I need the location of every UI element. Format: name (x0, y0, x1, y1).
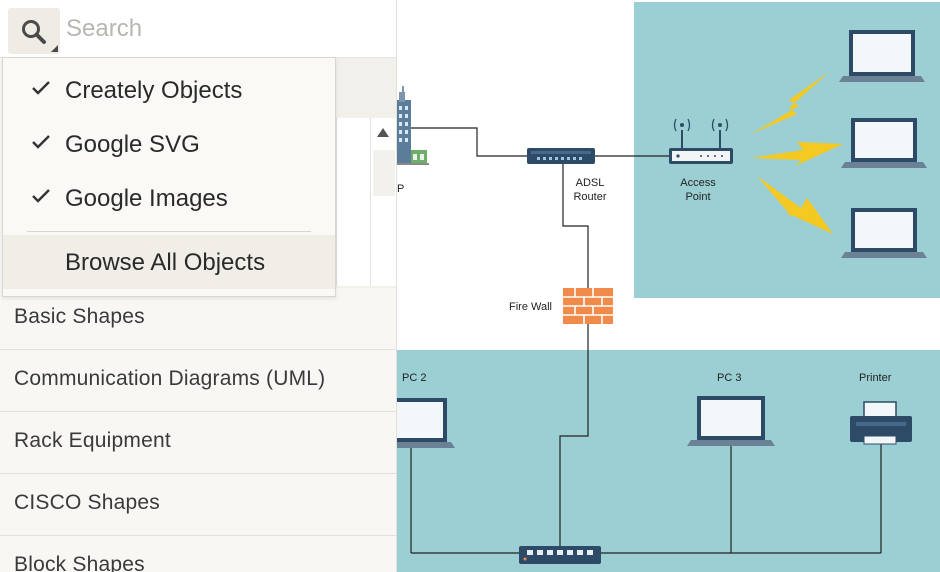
printer-icon[interactable] (850, 401, 912, 445)
category-label: Communication Diagrams (UML) (14, 367, 326, 390)
category-label: CISCO Shapes (14, 491, 160, 514)
search-bar (0, 0, 396, 58)
isp-label: P (397, 183, 404, 195)
scroll-thumb[interactable] (373, 150, 395, 196)
access-point-icon[interactable] (669, 118, 733, 164)
lan-zone (397, 350, 940, 572)
category-label: Block Shapes (14, 553, 145, 572)
pc2-label: PC 2 (402, 372, 426, 384)
menu-divider (27, 231, 311, 232)
category-rack-equipment[interactable]: Rack Equipment (0, 412, 396, 474)
check-icon (32, 81, 50, 95)
search-input[interactable] (66, 10, 386, 48)
check-icon (32, 135, 50, 149)
menu-item-label: Google Images (65, 185, 228, 212)
search-source-button[interactable] (8, 8, 60, 54)
category-communication-diagrams[interactable]: Communication Diagrams (UML) (0, 350, 396, 412)
scroll-up-arrow-icon[interactable] (377, 128, 389, 137)
adsl-router-label-line2: Router (573, 191, 606, 203)
check-icon (32, 189, 50, 203)
category-label: Rack Equipment (14, 429, 171, 452)
isp-building-icon[interactable] (397, 86, 429, 165)
library-scrollbar[interactable] (370, 118, 396, 286)
library-panel-behind (336, 58, 396, 288)
lightning-icon (751, 72, 829, 134)
browse-all-objects-item[interactable]: Browse All Objects (3, 235, 335, 289)
lightning-icon (757, 176, 833, 234)
menu-item-creately-objects[interactable]: Creately Objects (3, 66, 335, 112)
printer-label: Printer (859, 372, 892, 384)
laptop-icon-2[interactable] (841, 118, 927, 168)
access-point-label-line2: Point (685, 191, 710, 203)
network-diagram: P ADSL Router (397, 2, 940, 572)
laptop-icon-1[interactable] (839, 30, 925, 82)
menu-item-label: Creately Objects (65, 77, 243, 104)
category-block-shapes[interactable]: Block Shapes (0, 536, 396, 572)
category-cisco-shapes[interactable]: CISCO Shapes (0, 474, 396, 536)
access-point-label-line1: Access (680, 177, 716, 189)
category-basic-shapes[interactable]: Basic Shapes (0, 288, 396, 350)
pc3-label: PC 3 (717, 372, 741, 384)
browse-all-objects-label: Browse All Objects (65, 249, 266, 276)
category-label: Basic Shapes (14, 305, 145, 328)
search-source-menu: Creately Objects Google SVG Google Image… (2, 57, 336, 297)
library-panel-content (336, 118, 370, 286)
shape-library-sidebar: Creately Objects Google SVG Google Image… (0, 0, 397, 572)
pc2-laptop-icon[interactable] (397, 398, 455, 448)
search-icon (22, 20, 46, 44)
firewall-label: Fire Wall (509, 301, 552, 313)
laptop-icon-3[interactable] (841, 208, 927, 258)
menu-item-google-images[interactable]: Google Images (3, 174, 335, 220)
network-switch-icon[interactable] (519, 546, 601, 564)
wireless-signal-icons (751, 72, 843, 234)
menu-item-label: Google SVG (65, 131, 200, 158)
diagram-canvas[interactable]: P ADSL Router (397, 0, 940, 572)
pc3-laptop-icon[interactable] (687, 396, 775, 446)
firewall-icon[interactable] (563, 288, 613, 324)
lightning-icon (751, 142, 843, 166)
connection-lines (410, 127, 882, 554)
menu-item-google-svg[interactable]: Google SVG (3, 120, 335, 166)
adsl-router-icon[interactable] (527, 148, 595, 164)
adsl-router-label-line1: ADSL (576, 177, 605, 189)
dropdown-caret-icon (51, 45, 58, 52)
